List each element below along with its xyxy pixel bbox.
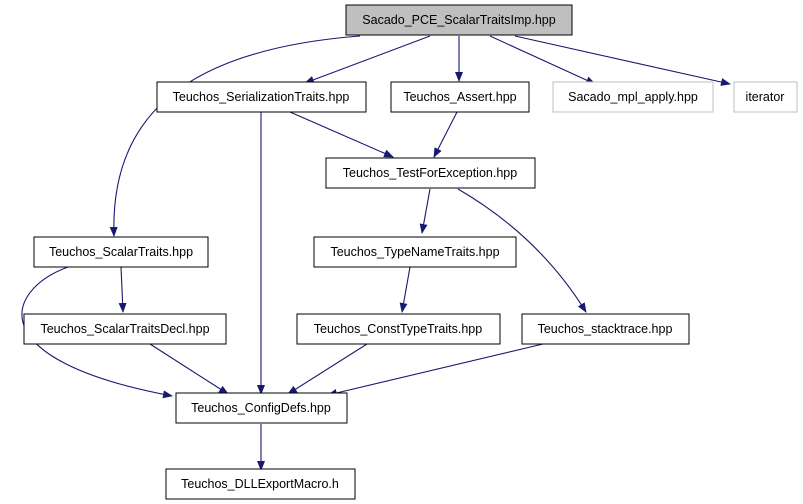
- node-mpl-apply[interactable]: Sacado_mpl_apply.hpp: [552, 81, 714, 113]
- node-scalar-traits-decl-label: Teuchos_ScalarTraitsDecl.hpp: [40, 322, 209, 336]
- node-mpl-apply-label: Sacado_mpl_apply.hpp: [568, 90, 698, 104]
- edge-test-for-exception-to-type-name-traits: [419, 188, 431, 234]
- edge-root-to-iterator: [514, 35, 731, 86]
- node-serialization-traits[interactable]: Teuchos_SerializationTraits.hpp: [156, 81, 367, 113]
- node-root[interactable]: Sacado_PCE_ScalarTraitsImp.hpp: [345, 4, 573, 36]
- node-const-type-traits[interactable]: Teuchos_ConstTypeTraits.hpp: [296, 313, 501, 345]
- node-scalar-traits-decl[interactable]: Teuchos_ScalarTraitsDecl.hpp: [23, 313, 227, 345]
- edge-scalar-traits-decl-to-config-defs: [149, 343, 229, 395]
- node-layer: Sacado_PCE_ScalarTraitsImp.hpp Teuchos_S…: [23, 4, 798, 500]
- node-config-defs-label: Teuchos_ConfigDefs.hpp: [191, 401, 331, 415]
- node-type-name-traits-label: Teuchos_TypeNameTraits.hpp: [330, 245, 499, 259]
- edge-scalar-traits-to-scalar-traits-decl: [118, 266, 127, 313]
- edge-root-to-mpl-apply: [489, 35, 596, 85]
- node-dll-export-macro-label: Teuchos_DLLExportMacro.h: [181, 477, 339, 491]
- edge-root-to-serialization-traits: [304, 35, 431, 84]
- node-stacktrace[interactable]: Teuchos_stacktrace.hpp: [521, 313, 690, 345]
- node-config-defs[interactable]: Teuchos_ConfigDefs.hpp: [175, 392, 348, 424]
- node-scalar-traits[interactable]: Teuchos_ScalarTraits.hpp: [33, 236, 209, 268]
- node-const-type-traits-label: Teuchos_ConstTypeTraits.hpp: [314, 322, 482, 336]
- edge-assert-to-test-for-exception: [433, 111, 458, 158]
- edge-test-for-exception-to-stacktrace: [457, 188, 587, 313]
- node-type-name-traits[interactable]: Teuchos_TypeNameTraits.hpp: [313, 236, 517, 268]
- node-test-for-exception-label: Teuchos_TestForException.hpp: [343, 166, 517, 180]
- node-serialization-traits-label: Teuchos_SerializationTraits.hpp: [173, 90, 350, 104]
- edge-root-to-scalar-traits: [109, 35, 361, 237]
- node-scalar-traits-label: Teuchos_ScalarTraits.hpp: [49, 245, 193, 259]
- edge-serialization-traits-to-test-for-exception: [289, 111, 394, 158]
- edge-layer: [21, 35, 731, 471]
- node-assert-label: Teuchos_Assert.hpp: [403, 90, 516, 104]
- node-iterator-label: iterator: [746, 90, 785, 104]
- node-dll-export-macro[interactable]: Teuchos_DLLExportMacro.h: [165, 468, 356, 500]
- node-assert[interactable]: Teuchos_Assert.hpp: [390, 81, 530, 113]
- edge-const-type-traits-to-config-defs: [287, 343, 368, 395]
- node-stacktrace-label: Teuchos_stacktrace.hpp: [538, 322, 673, 336]
- node-root-label: Sacado_PCE_ScalarTraitsImp.hpp: [362, 13, 555, 27]
- node-test-for-exception[interactable]: Teuchos_TestForException.hpp: [325, 157, 536, 189]
- edge-stacktrace-to-config-defs: [327, 343, 544, 397]
- edge-type-name-traits-to-const-type-traits: [399, 266, 411, 313]
- node-iterator[interactable]: iterator: [733, 81, 798, 113]
